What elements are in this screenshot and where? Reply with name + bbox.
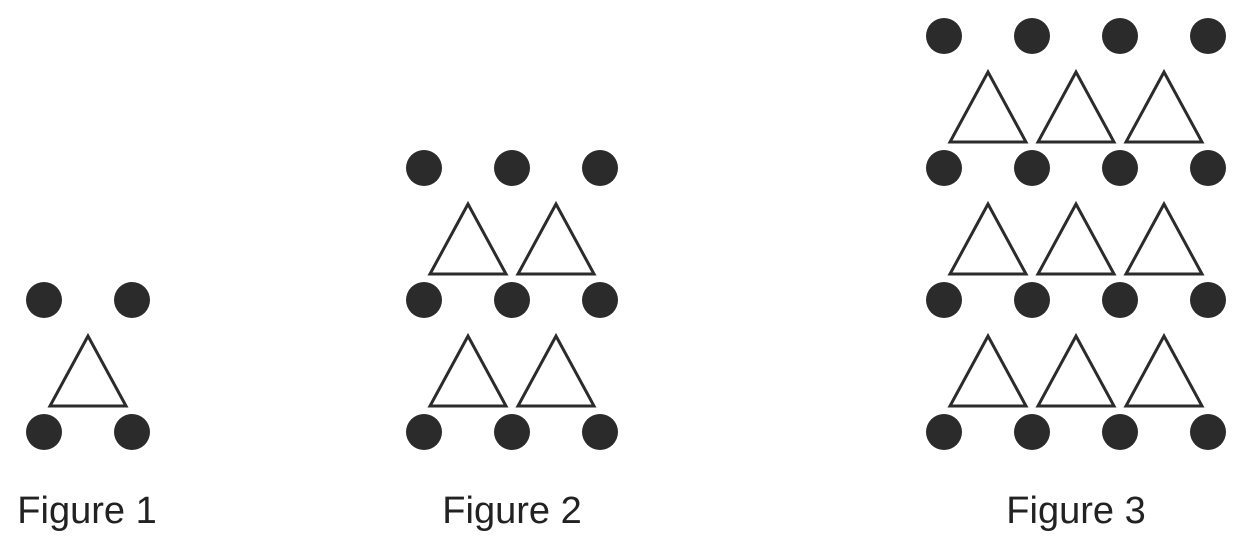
triangle [1035,332,1117,408]
dot [1014,18,1050,54]
triangle [947,332,1029,408]
dot [494,282,530,318]
dot [1102,18,1138,54]
dot [1014,150,1050,186]
triangle [947,200,1029,276]
dot [582,414,618,450]
triangle [1123,332,1205,408]
dot [1190,150,1226,186]
triangle [515,200,597,276]
figure-3 [926,18,1226,450]
dot [26,282,62,318]
triangle [47,332,129,408]
figure-2 [406,150,618,450]
triangle [1123,200,1205,276]
dot [406,282,442,318]
triangle [1035,200,1117,276]
triangle [947,68,1029,144]
figure-2-caption: Figure 2 [442,490,582,532]
dot [1102,150,1138,186]
dot [406,414,442,450]
figure-3-caption: Figure 3 [1006,490,1146,532]
dot [926,282,962,318]
dot [926,18,962,54]
triangle [1123,68,1205,144]
triangle [427,200,509,276]
dot [1102,414,1138,450]
dot [114,282,150,318]
dot [1102,282,1138,318]
dot [1190,18,1226,54]
dot [582,282,618,318]
dot [926,150,962,186]
triangle [427,332,509,408]
dot [582,150,618,186]
dot [1190,282,1226,318]
triangle [515,332,597,408]
dot [114,414,150,450]
dot [494,150,530,186]
figure-1-caption: Figure 1 [17,490,157,532]
triangle [1035,68,1117,144]
dot [1014,414,1050,450]
dot [1014,282,1050,318]
dot [26,414,62,450]
dot [406,150,442,186]
figure-1 [26,282,150,450]
dot [926,414,962,450]
dot [494,414,530,450]
dot [1190,414,1226,450]
